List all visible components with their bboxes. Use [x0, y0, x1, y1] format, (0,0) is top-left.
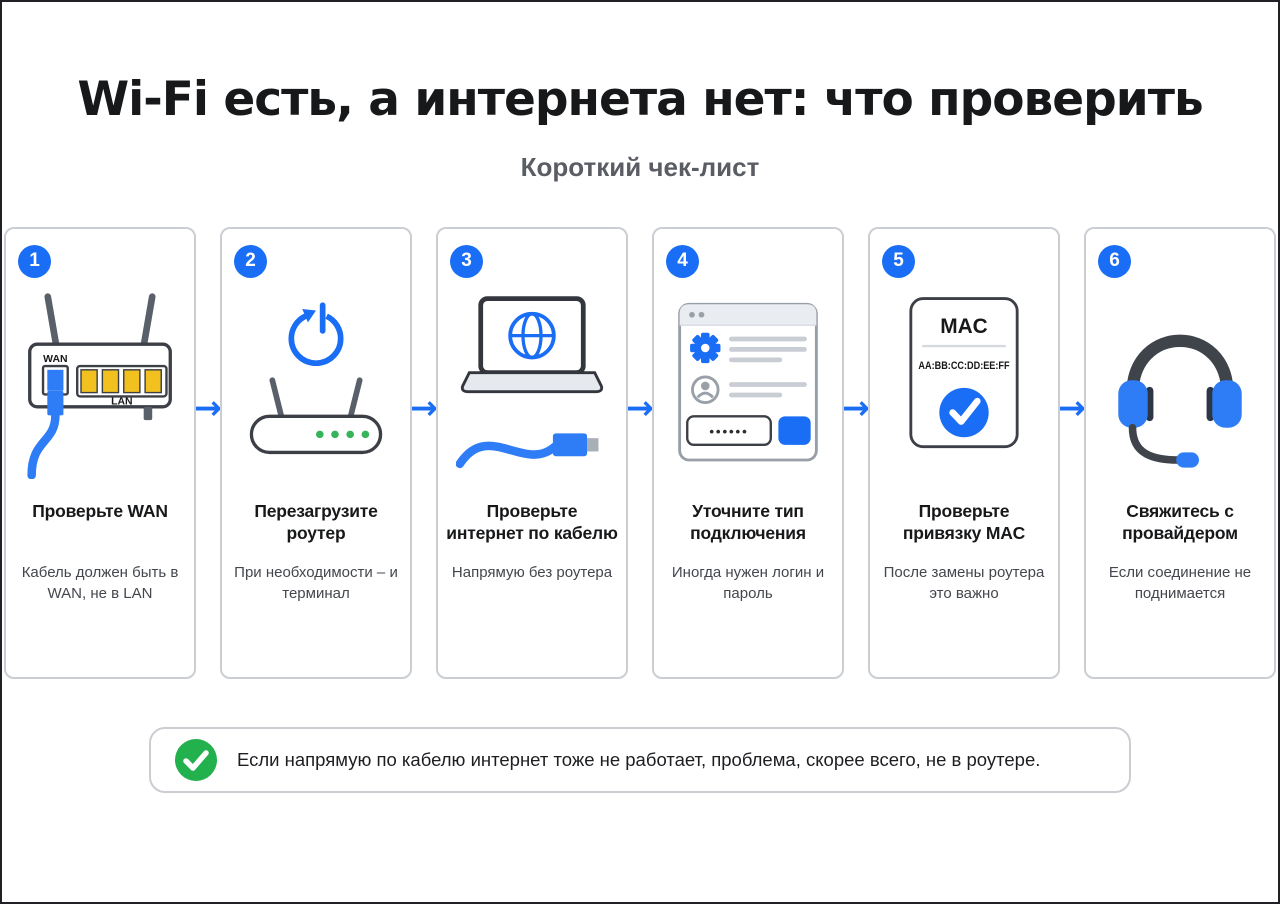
step-description: Если соединение не поднимается [1108, 563, 1252, 603]
step-title: Перезагрузите роутер [254, 500, 378, 544]
mac-label: MAC [940, 314, 988, 337]
step-number-badge: 3 [450, 244, 483, 278]
step-number-badge: 6 [1098, 244, 1131, 278]
step-card-mac: 5 MAC AA:BB:CC:DD:EE:FF Проверьте привяз… [868, 226, 1060, 679]
step-description: Напрямую без роутера [451, 563, 613, 581]
step-title: Свяжитесь с провайдером [1122, 500, 1238, 544]
connection-settings-icon: •••••• [678, 302, 818, 462]
step-title: Проверьте привязку MAC [902, 500, 1026, 544]
steps-row: 1 WAN LAN Проверьте WAN Кабель долж [2, 226, 1278, 679]
wan-label: WAN [43, 354, 67, 365]
success-check-icon [175, 738, 217, 781]
laptop-ethernet-icon [456, 295, 604, 468]
step-description: Кабель должен быть в WAN, не в LAN [21, 563, 179, 603]
flow-arrow-icon: → [194, 387, 222, 427]
user-avatar-icon [691, 375, 720, 404]
restart-router-icon [249, 302, 383, 454]
step-icon-area: WAN LAN [14, 282, 186, 488]
router-wan-icon: WAN LAN [27, 293, 172, 479]
mac-address: AA:BB:CC:DD:EE:FF [918, 360, 1009, 372]
step-title: Проверьте WAN [32, 500, 168, 521]
step-card-cable-internet: 3 Проверьте интернет по кабелю Напрямую … [436, 226, 628, 679]
lan-label: LAN [111, 396, 132, 407]
footer-note: Если напрямую по кабелю интернет тоже не… [149, 726, 1131, 793]
password-dots: •••••• [709, 423, 748, 438]
step-title: Проверьте интернет по кабелю [446, 500, 618, 544]
step-card-connection-type: 4 [652, 226, 844, 679]
headset-icon [1118, 334, 1242, 468]
step-number-badge: 2 [234, 244, 267, 278]
step-number-badge: 1 [18, 244, 51, 278]
login-button [778, 416, 811, 445]
step-card-provider: 6 Свяжитесь с провайдером Если соединени… [1084, 226, 1276, 679]
step-description: При необходимости – и терминал [234, 563, 398, 603]
step-description: После замены роутера это важно [883, 563, 1045, 603]
step-number-badge: 5 [882, 244, 915, 278]
step-card-wan: 1 WAN LAN Проверьте WAN Кабель долж [4, 226, 196, 679]
step-card-restart: 2 Перезагрузите роутер При необходимости… [220, 226, 412, 679]
check-circle [939, 387, 989, 437]
page-subtitle: Короткий чек-лист [520, 151, 760, 182]
flow-arrow-icon: → [1058, 387, 1086, 427]
footer-note-text: Если напрямую по кабелю интернет тоже не… [237, 748, 1041, 770]
gear-icon [690, 332, 721, 363]
step-number-badge: 4 [666, 244, 699, 278]
step-icon-area [1094, 282, 1266, 488]
page-title: Wi-Fi есть, а интернета нет: что провери… [77, 72, 1203, 127]
flow-arrow-icon: → [842, 387, 870, 427]
mac-binding-icon: MAC AA:BB:CC:DD:EE:FF [909, 296, 1019, 448]
step-description: Иногда нужен логин и пароль [671, 563, 825, 603]
step-icon-area [230, 282, 402, 488]
step-icon-area: MAC AA:BB:CC:DD:EE:FF [878, 282, 1050, 488]
step-title: Уточните тип подключения [690, 500, 806, 544]
flow-arrow-icon: → [410, 387, 438, 427]
step-icon-area: •••••• [662, 282, 834, 488]
flow-arrow-icon: → [626, 387, 654, 427]
step-icon-area [446, 282, 618, 488]
